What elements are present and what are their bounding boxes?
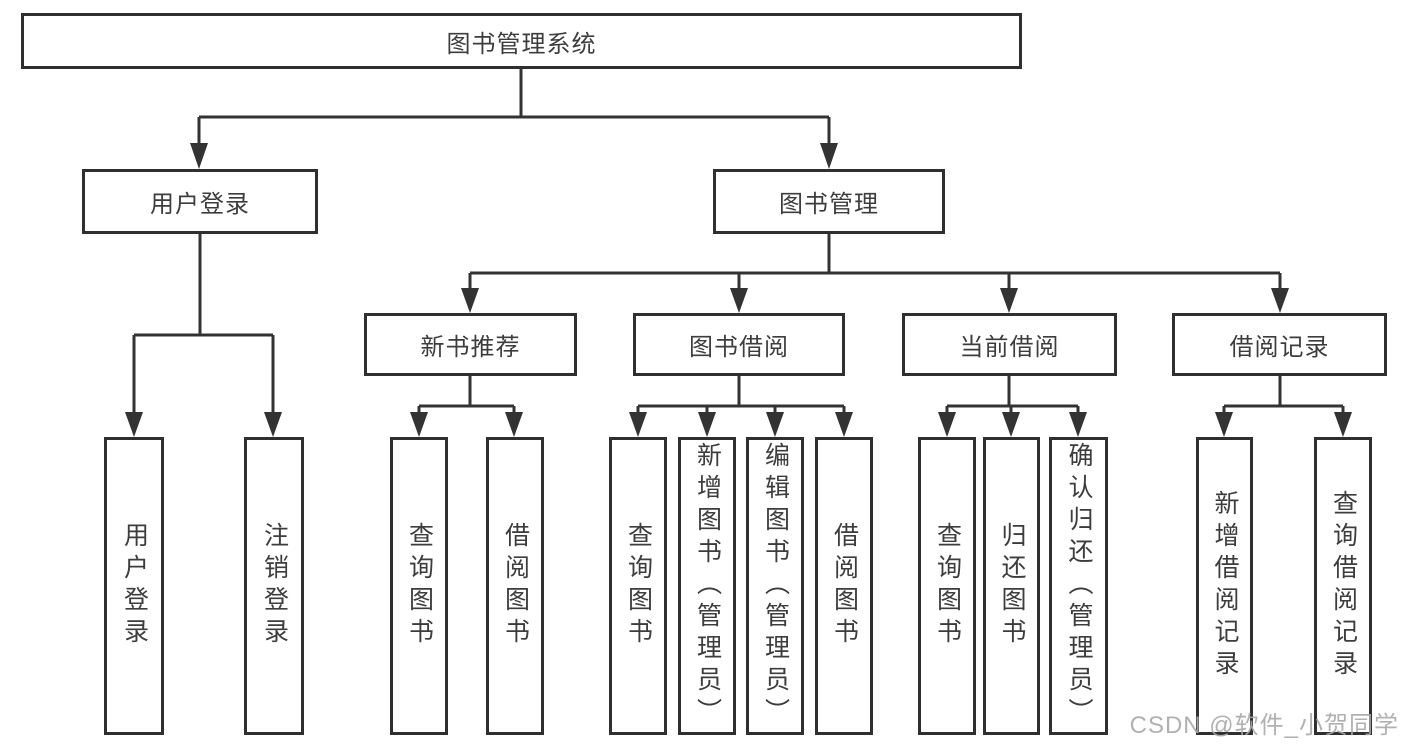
leaf-confirm-return-admin-label: 确认归还（管理员） (1065, 442, 1093, 730)
leaf-user-login-label: 用户登录 (120, 522, 149, 650)
leaf-borrowing-query-books-label: 查询图书 (624, 522, 653, 650)
leaf-edit-book-admin: 编辑图书（管理员） (746, 437, 804, 735)
node-borrowing-records-label: 借阅记录 (1229, 334, 1330, 361)
node-borrowing-records: 借阅记录 (1172, 313, 1387, 376)
node-new-book-recommend: 新书推荐 (364, 313, 577, 376)
node-book-borrowing-label: 图书借阅 (689, 334, 789, 361)
leaf-current-query-books-label: 查询图书 (933, 522, 962, 650)
leaf-user-login: 用户登录 (104, 437, 164, 735)
node-library-system: 图书管理系统 (21, 13, 1022, 69)
leaf-query-borrow-record: 查询借阅记录 (1314, 437, 1372, 735)
leaf-current-query-books: 查询图书 (918, 437, 976, 735)
leaf-newbook-borrow-books: 借阅图书 (486, 437, 544, 735)
leaf-logout: 注销登录 (244, 437, 304, 735)
node-library-system-label: 图书管理系统 (446, 30, 597, 58)
leaf-return-books-label: 归还图书 (998, 522, 1026, 650)
leaf-newbook-query-books-label: 查询图书 (405, 522, 434, 650)
csdn-watermark: CSDN @软件_小贺同学 (1129, 712, 1399, 739)
node-user-login: 用户登录 (82, 169, 318, 234)
leaf-add-book-admin: 新增图书（管理员） (678, 437, 736, 735)
node-book-borrowing: 图书借阅 (633, 313, 845, 376)
node-user-login-label: 用户登录 (150, 191, 250, 218)
node-new-book-recommend-label: 新书推荐 (420, 334, 521, 361)
leaf-return-books: 归还图书 (983, 437, 1040, 735)
leaf-borrowing-borrow-books-label: 借阅图书 (830, 522, 859, 650)
leaf-borrowing-query-books: 查询图书 (609, 437, 667, 735)
leaf-add-book-admin-label: 新增图书（管理员） (693, 442, 722, 730)
node-current-borrowing: 当前借阅 (902, 313, 1117, 376)
leaf-newbook-query-books: 查询图书 (390, 437, 448, 735)
leaf-logout-label: 注销登录 (260, 522, 289, 650)
leaf-newbook-borrow-books-label: 借阅图书 (501, 522, 530, 650)
leaf-add-borrow-record: 新增借阅记录 (1196, 437, 1253, 735)
node-book-management: 图书管理 (713, 169, 945, 234)
leaf-confirm-return-admin: 确认归还（管理员） (1049, 437, 1108, 735)
node-book-management-label: 图书管理 (779, 191, 879, 218)
leaf-query-borrow-record-label: 查询借阅记录 (1329, 490, 1358, 682)
leaf-add-borrow-record-label: 新增借阅记录 (1211, 490, 1239, 682)
arrowheads (125, 143, 1352, 437)
leaf-edit-book-admin-label: 编辑图书（管理员） (761, 442, 790, 730)
leaf-borrowing-borrow-books: 借阅图书 (815, 437, 873, 735)
node-current-borrowing-label: 当前借阅 (959, 334, 1060, 361)
